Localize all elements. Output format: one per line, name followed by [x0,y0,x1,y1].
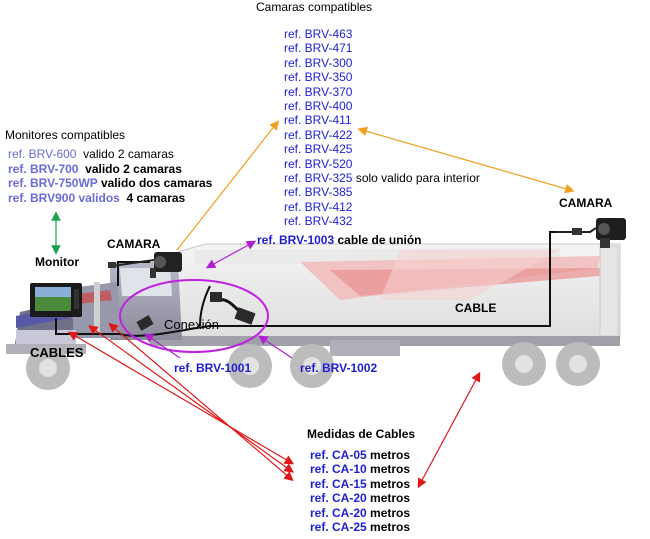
camera-ref: ref. BRV-325 [284,171,353,186]
front-camera-label: CAMARA [107,237,161,251]
rear-camera [556,218,626,248]
cable-size-item: ref. CA-25 metros [310,520,410,534]
camera-ref: ref. BRV-432 [284,214,353,229]
camera-ref: ref. BRV-471 [284,41,353,56]
connection-zone [119,279,269,353]
camera-ref: ref. BRV-385 [284,185,353,200]
cable-size-item: ref. CA-20 metros [310,506,410,520]
camera-ref: ref. BRV-412 [284,199,353,214]
cable-ref: ref. CA-15 [310,476,367,491]
cable-ref: ref. CA-20 [310,491,367,506]
monitor-ref: ref. BRV-700 [8,161,79,176]
camera-ref-row: ref. BRV-325 solo valido para interior [284,171,480,185]
union-cable-label: ref. BRV-1003 cable de unión [257,233,422,247]
monitor-item: ref. BRV-700 valido 2 camaras [8,162,212,177]
front-camera [108,252,182,278]
monitor-desc: valido 2 camaras [85,161,182,176]
camera-ref: ref. BRV-370 [284,84,353,99]
cable-unit: metros [370,476,411,491]
cable-ref: ref. CA-25 [310,520,367,535]
monitor-device [30,283,82,317]
trailer [150,243,621,356]
camera-ref: ref. BRV-425 [284,142,353,157]
union-desc: cable de unión [337,233,422,247]
cable-ref: ref. CA-10 [310,462,367,477]
cable-sizes-title: Medidas de Cables [307,427,416,441]
monitor-ref: ref. BRV-750WP [8,176,98,190]
camera-ref: ref. BRV-300 [284,55,353,70]
union-ref: ref. BRV-1003 [257,233,335,247]
cable-label: CABLE [455,301,497,315]
camera-ref: ref. BRV-350 [284,70,353,85]
monitors-title: Monitores compatibles [5,128,126,142]
conexion-label: Conexión [164,317,219,332]
cable-unit: metros [370,462,411,477]
monitor-item: ref. BRV-750WP valido dos camaras [8,176,212,191]
monitor-list: ref. BRV-600 valido 2 camaras ref. BRV-7… [8,147,212,205]
cable-size-list: ref. CA-05 metros ref. CA-10 metros ref.… [310,448,410,534]
monitor-ref: ref. BRV900 validos [8,190,120,205]
camera-ref-list: ref. BRV-463 ref. BRV-471 ref. BRV-300 r… [284,27,480,229]
cable-size-item: ref. CA-10 metros [310,462,410,476]
monitor-label: Monitor [35,255,79,269]
rear-camera-label: CAMARA [559,196,613,210]
monitor-desc: valido dos camaras [100,176,213,190]
cameras-title: Camaras compatibles [256,0,373,14]
monitor-item: ref. BRV-600 valido 2 camaras [8,147,212,162]
cable-unit: metros [370,491,411,506]
cable-unit: metros [370,505,411,520]
adapter-ref-right: ref. BRV-1002 [300,361,378,375]
monitor-ref: ref. BRV-600 [8,147,77,161]
camera-ref: ref. BRV-422 [284,127,353,142]
camera-ref: ref. BRV-400 [284,99,353,114]
monitor-item: ref. BRV900 validos 4 camaras [8,191,212,206]
adapter-ref-left: ref. BRV-1001 [174,361,252,375]
cable-size-item: ref. CA-05 metros [310,448,410,462]
camera-note: solo valido para interior [355,171,480,186]
camera-ref: ref. BRV-411 [284,113,352,128]
cable-unit: metros [370,448,411,462]
cable-size-item: ref. CA-15 metros [310,477,410,491]
cable-size-item: ref. CA-20 metros [310,491,410,505]
camera-ref: ref. BRV-520 [284,156,353,171]
arrows [51,120,575,489]
cable-unit: metros [370,520,411,535]
monitor-desc: 4 camaras [126,190,186,205]
cable-ref: ref. CA-20 [310,505,367,520]
camera-ref: ref. BRV-463 [284,27,353,41]
cable-ref: ref. CA-05 [310,448,367,462]
cables-label: CABLES [30,345,84,360]
monitor-desc: valido 2 camaras [83,147,174,161]
